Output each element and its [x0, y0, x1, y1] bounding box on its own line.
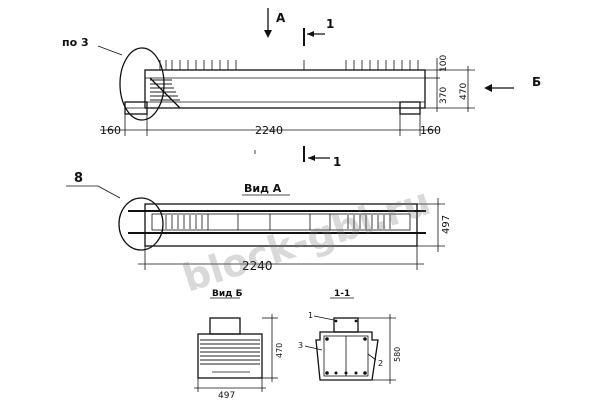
- view-b-body: [197, 333, 263, 379]
- dim-100: 100: [439, 55, 449, 72]
- view-b-top-block: [209, 317, 241, 335]
- dim-overall-length-top: 2240: [255, 124, 283, 137]
- beam-elevation: [144, 69, 426, 109]
- dim-overall-length-plan: 2240: [242, 259, 273, 273]
- dim-support-right: 160: [420, 124, 441, 137]
- section-rebar-dots: [325, 319, 367, 375]
- rebar-outputs-top: [159, 60, 419, 70]
- section-mark-bottom: 1: [333, 155, 341, 169]
- detail-callout-po3: [119, 47, 165, 121]
- dim-plan-497: 497: [441, 215, 452, 234]
- view-a-arrow-label: А: [276, 11, 286, 25]
- dim-support-left: 160: [100, 124, 121, 137]
- section-1-1: 1-1 1 3 2 580: [298, 289, 402, 384]
- dim-view-b-470: 470: [275, 343, 284, 358]
- section-title: 1-1: [334, 289, 350, 299]
- watermark: block-gbi.ru: [177, 179, 436, 300]
- dim-view-b-497: 497: [218, 391, 235, 401]
- detail-ref-po3: по 3: [62, 36, 89, 49]
- stirrups-right: [347, 215, 391, 229]
- view-b-arrow-label: Б: [532, 75, 541, 89]
- section-mark-bottom-group: 1: [303, 146, 341, 169]
- section-callout-1: 1: [308, 311, 313, 320]
- dim-470: 470: [459, 83, 469, 100]
- section-callout-2: 2: [378, 359, 383, 368]
- hatched-end-left: [149, 77, 181, 109]
- beam-plan: [144, 203, 418, 247]
- dim-370: 370: [439, 87, 449, 104]
- stirrups-left: [165, 214, 331, 230]
- detail-callout-8: [118, 197, 164, 251]
- view-b-title: Вид Б: [212, 289, 243, 299]
- view-b: Вид Б 470 497: [194, 289, 284, 401]
- plan-view-a: Вид А 8 497: [66, 171, 452, 273]
- section-mark-top: 1: [326, 17, 334, 31]
- elevation-view: А 1: [62, 8, 541, 137]
- view-a-title: Вид А: [244, 182, 282, 195]
- view-b-hatching: [200, 339, 260, 365]
- section-callout-3: 3: [298, 341, 303, 350]
- detail-ref-8: 8: [74, 171, 83, 186]
- dim-section-580: 580: [393, 347, 402, 362]
- section-top-block: [333, 317, 359, 333]
